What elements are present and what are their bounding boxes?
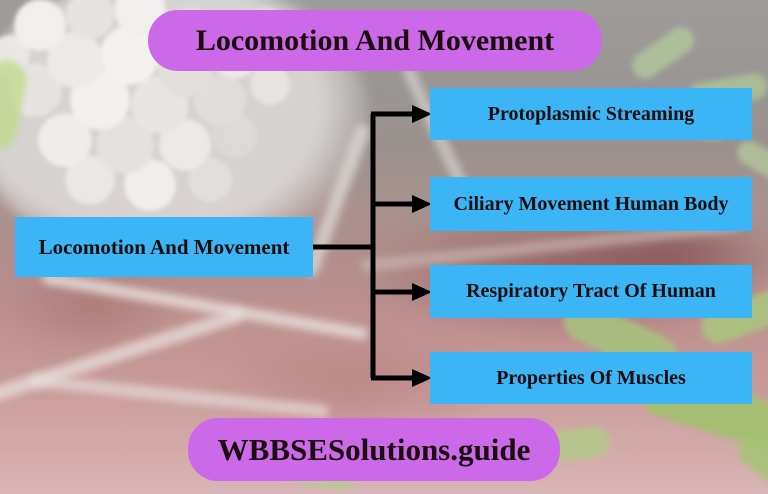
hypha-strand-icon	[41, 271, 369, 341]
page-title-label: Locomotion And Movement	[195, 23, 555, 57]
branch-node-label: Respiratory Tract Of Human	[466, 280, 716, 302]
watermark-label: WBBSESolutions.guide	[217, 431, 531, 467]
arrowhead-icon	[412, 283, 432, 301]
hypha-strand-icon	[303, 122, 371, 278]
branch-node-protoplasmic-streaming: Protoplasmic Streaming	[430, 88, 752, 140]
branch-node-ciliary-movement: Ciliary Movement Human Body	[430, 177, 752, 231]
branch-node-label: Protoplasmic Streaming	[487, 102, 695, 125]
page-title: Locomotion And Movement	[148, 10, 602, 71]
arrowhead-icon	[412, 369, 432, 387]
bacterium-rod-icon	[626, 22, 700, 84]
branch-node-label: Properties Of Muscles	[496, 366, 686, 389]
watermark-site-name: WBBSESolutions.guide	[188, 418, 560, 481]
branch-node-label: Ciliary Movement Human Body	[453, 192, 729, 215]
bacterium-rod-icon	[732, 429, 768, 491]
bacterium-rod-icon	[0, 57, 30, 153]
branch-node-respiratory-tract: Respiratory Tract Of Human	[430, 265, 752, 318]
root-node: Locomotion And Movement	[15, 217, 313, 277]
arrowhead-icon	[412, 105, 432, 123]
hypha-strand-icon	[0, 307, 246, 407]
arrowhead-icon	[412, 195, 432, 213]
hypha-strand-icon	[30, 374, 330, 418]
branch-node-properties-of-muscles: Properties Of Muscles	[430, 352, 752, 404]
root-node-label: Locomotion And Movement	[38, 234, 290, 259]
